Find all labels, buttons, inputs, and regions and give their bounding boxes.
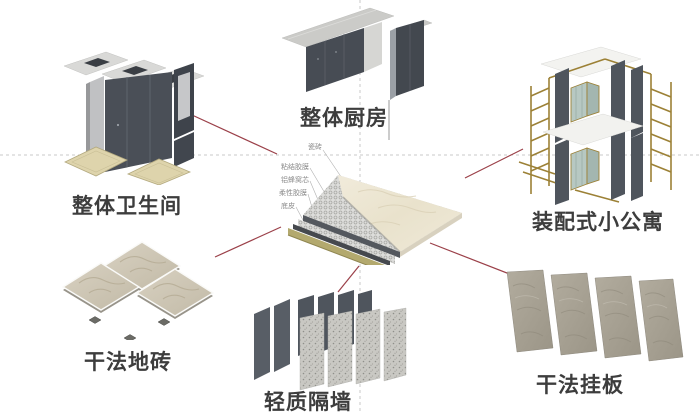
- partition-illustration: [254, 290, 407, 391]
- layer-label-adhesive-top: 粘结胶膜: [281, 164, 309, 171]
- connector-floor-tile: [214, 226, 282, 258]
- tile: [61, 262, 141, 313]
- layer-label-honeycomb-core: 铝蜂窝芯: [281, 177, 309, 184]
- layer-label-tile: 瓷砖: [308, 144, 322, 151]
- gold-frame: [518, 58, 672, 203]
- floor-tile-illustration: [61, 241, 215, 340]
- connector-partition: [337, 265, 360, 293]
- hanging-panel-illustration: [506, 269, 684, 362]
- glass-unit-lower: [570, 147, 600, 191]
- connector-hanging-panel: [429, 242, 513, 276]
- hanging-panel-label: 干法挂板: [536, 374, 624, 397]
- tile-pedestals: [88, 316, 171, 340]
- layer-label-base: 底皮: [281, 203, 295, 210]
- kitchen-illustration: [281, 7, 433, 100]
- connector-apartment: [464, 148, 524, 179]
- tile: [135, 268, 215, 319]
- kitchen-label: 整体厨房: [300, 107, 388, 130]
- center-panel-illustration: [287, 175, 462, 265]
- apartment-illustration: [518, 46, 672, 205]
- layer-label-adhesive-bottom: 柔性胶膜: [279, 190, 307, 197]
- bathroom-illustration: [63, 51, 205, 185]
- apartment-label: 装配式小公寓: [532, 211, 664, 234]
- connector-lines: [191, 114, 524, 293]
- partition-label: 轻质隔墙: [264, 391, 352, 414]
- floor-tile-label: 干法地砖: [84, 351, 172, 374]
- bathroom-label: 整体卫生间: [72, 195, 182, 218]
- connector-bathroom: [191, 114, 278, 155]
- glass-unit-upper: [570, 81, 600, 123]
